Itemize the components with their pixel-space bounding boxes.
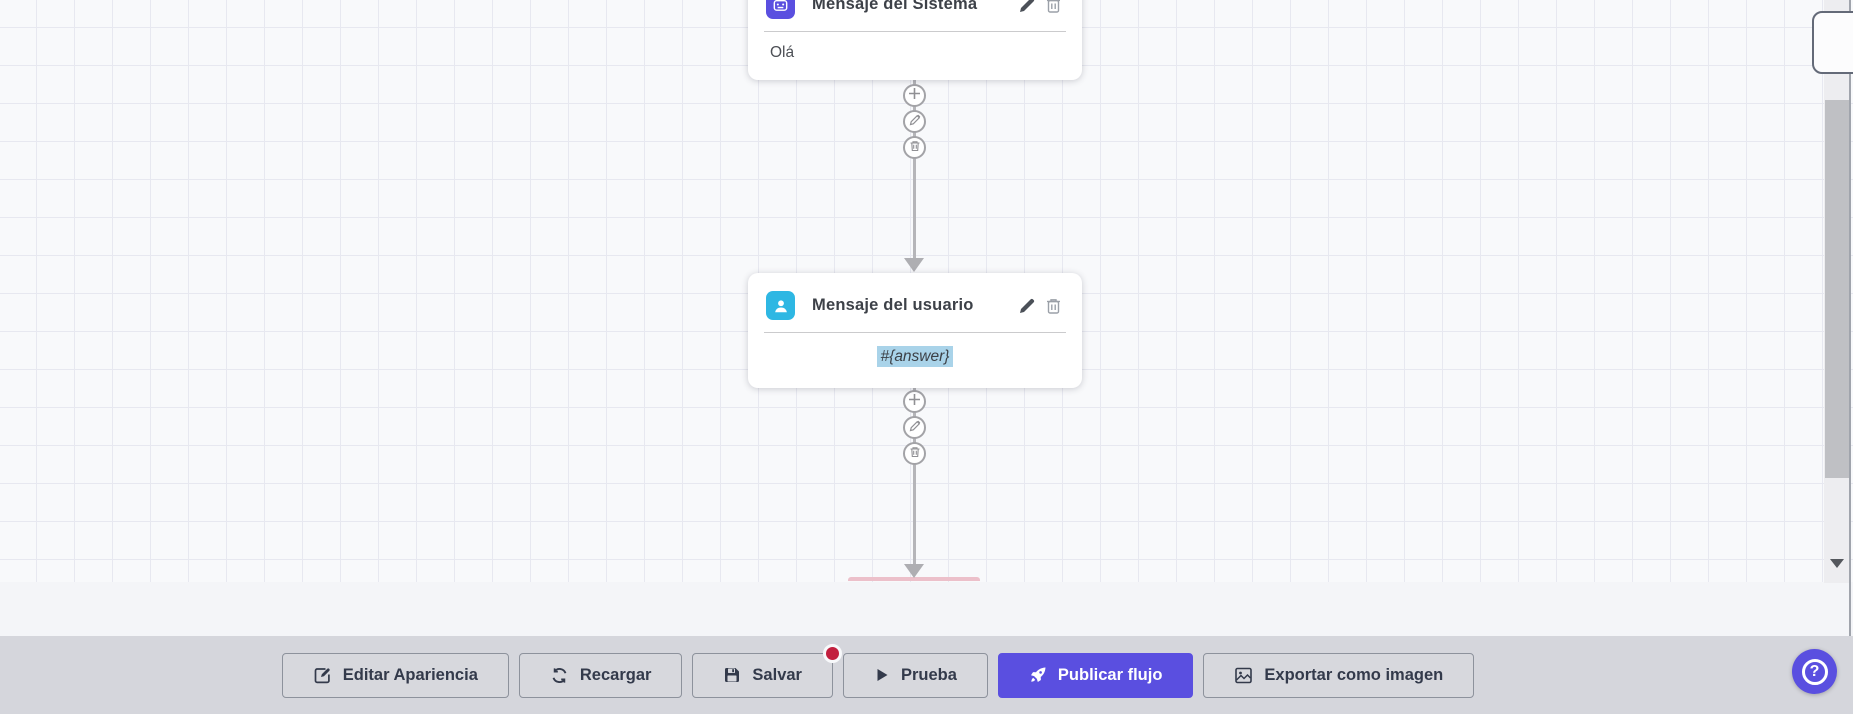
user-icon — [766, 291, 795, 320]
connector-delete-button[interactable] — [903, 136, 926, 159]
save-button[interactable]: Salvar — [692, 643, 842, 698]
arrow-down-icon — [904, 258, 924, 272]
delete-node-button[interactable] — [1045, 297, 1062, 315]
button-label: Prueba — [900, 665, 957, 684]
publish-flow-button[interactable]: Publicar flujo — [997, 652, 1194, 698]
connector-add-button[interactable] — [903, 84, 926, 107]
edit-node-button[interactable] — [1018, 0, 1036, 14]
node-title: Mensaje del usuario — [812, 296, 974, 314]
edit-appearance-button[interactable]: Editar Apariencia — [281, 652, 509, 698]
node-content: Olá — [770, 44, 795, 61]
node-content: #{answer} — [748, 333, 1082, 388]
connector-edit-button[interactable] — [903, 416, 926, 439]
node-header: Mensaje del usuario — [748, 273, 1082, 332]
unsaved-changes-badge — [822, 643, 842, 663]
button-label: Recargar — [579, 665, 652, 684]
node-title: Mensaje del Sistema — [812, 0, 978, 13]
help-button[interactable]: ? — [1792, 649, 1837, 694]
canvas-controls-panel[interactable] — [1812, 11, 1853, 74]
reload-button[interactable]: Recargar — [518, 652, 683, 698]
vertical-scrollbar-thumb[interactable] — [1825, 100, 1849, 478]
button-label: Exportar como imagen — [1264, 665, 1444, 684]
connector-add-button[interactable] — [903, 390, 926, 413]
help-glyph: ? — [1809, 662, 1820, 680]
button-label: Salvar — [752, 665, 802, 684]
robot-icon — [766, 0, 795, 19]
edit-square-icon — [313, 666, 332, 685]
connector-line — [913, 384, 916, 566]
panel-edge-divider — [1849, 0, 1851, 676]
node-header: Mensaje del Sistema — [748, 0, 1082, 31]
delete-node-button[interactable] — [1045, 0, 1062, 14]
save-icon — [723, 666, 741, 684]
toolbar-button-row: Editar Apariencia Recargar — [0, 636, 1756, 714]
variable-token: #{answer} — [876, 346, 954, 367]
scrollbar-down-arrow-icon[interactable] — [1830, 559, 1844, 568]
image-icon — [1234, 666, 1253, 685]
export-image-button[interactable]: Exportar como imagen — [1203, 652, 1475, 698]
plus-icon — [908, 87, 921, 105]
node-system-message[interactable]: Mensaje del Sistema Olá — [748, 0, 1082, 80]
next-node-peek — [848, 577, 980, 581]
pencil-icon — [909, 113, 921, 131]
edit-node-button[interactable] — [1018, 297, 1036, 315]
trash-icon — [909, 445, 921, 463]
connector-edit-button[interactable] — [903, 110, 926, 133]
refresh-icon — [550, 666, 569, 685]
plus-icon — [908, 393, 921, 411]
test-button[interactable]: Prueba — [842, 652, 988, 698]
node-user-message[interactable]: Mensaje del usuario #{answer} — [748, 273, 1082, 388]
arrow-down-icon — [904, 564, 924, 578]
connector-line — [913, 76, 916, 260]
node-divider — [764, 332, 1066, 333]
button-label: Publicar flujo — [1057, 665, 1163, 684]
button-label: Editar Apariencia — [342, 665, 478, 684]
question-icon: ? — [1801, 658, 1828, 685]
node-divider — [764, 31, 1066, 32]
pencil-icon — [909, 419, 921, 437]
connector-delete-button[interactable] — [903, 442, 926, 465]
rocket-icon — [1029, 666, 1047, 684]
canvas-footer-band — [0, 582, 1853, 636]
trash-icon — [909, 139, 921, 157]
play-icon — [874, 667, 890, 683]
